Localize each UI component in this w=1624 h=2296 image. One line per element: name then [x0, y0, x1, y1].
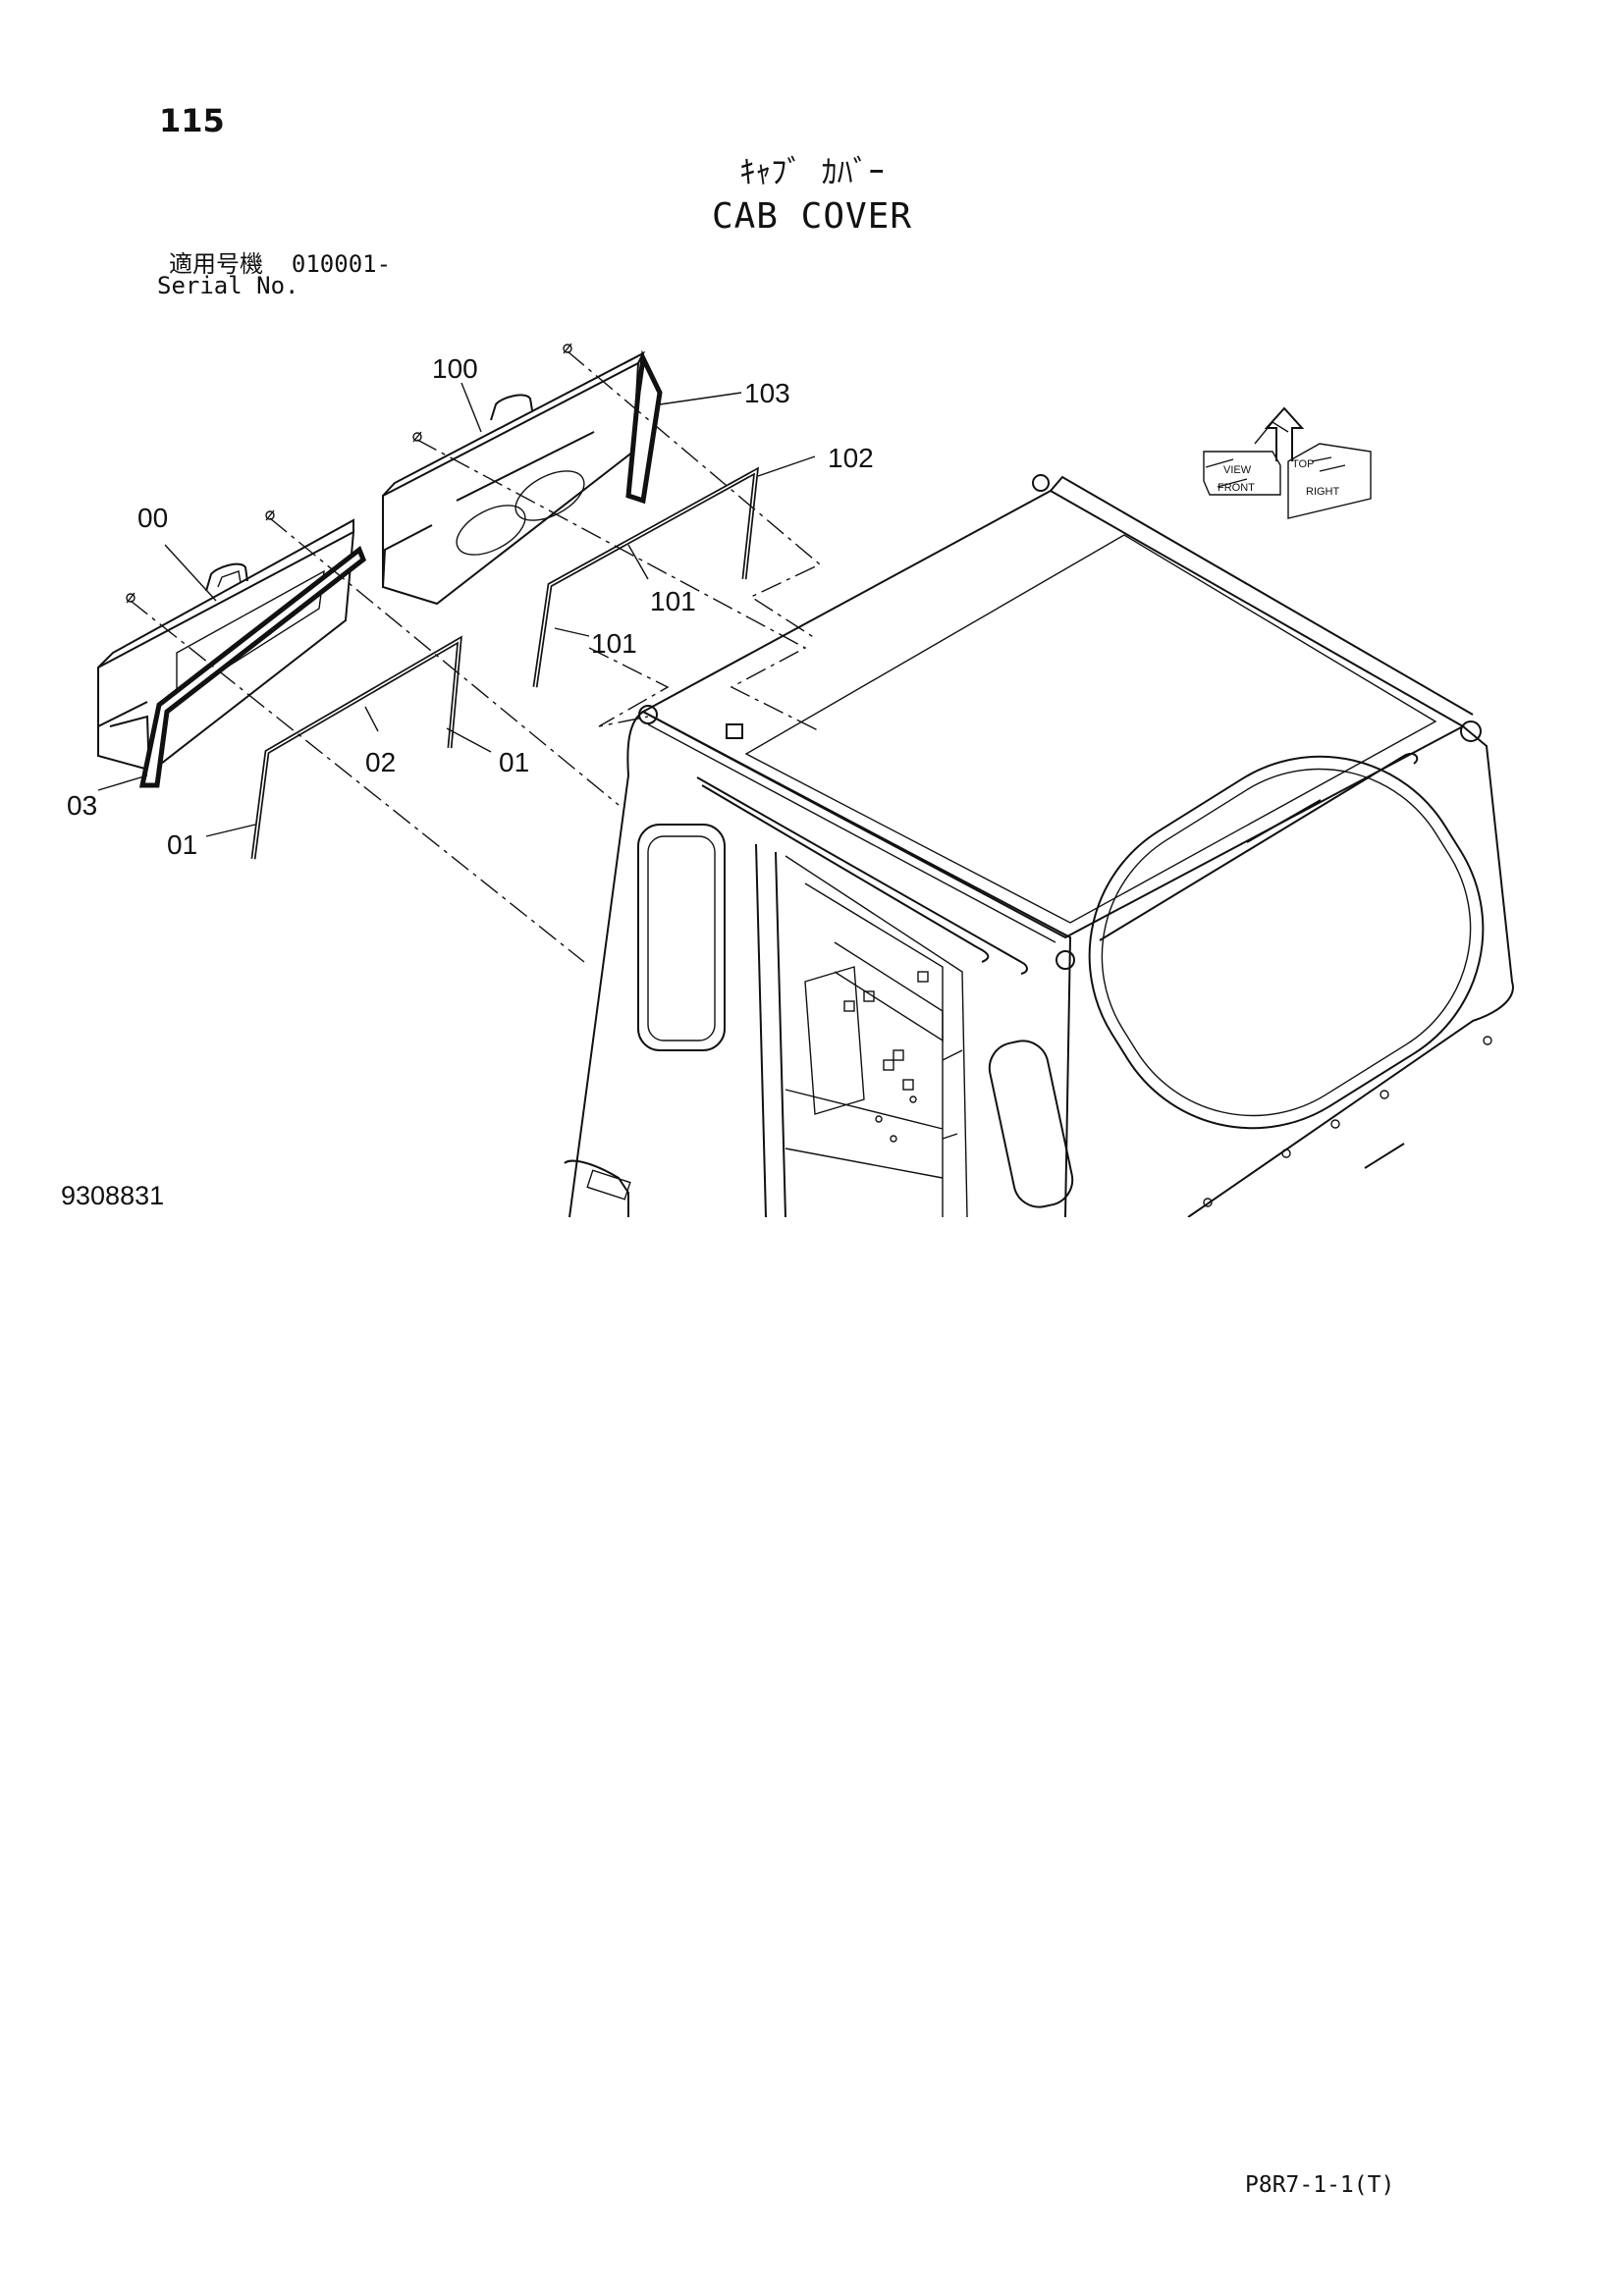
- callout-03: 03: [67, 790, 97, 821]
- callout-101-upper: 101: [650, 586, 696, 616]
- page-title-japanese: ｷｬﾌﾞ ｶﾊﾞｰ: [739, 153, 885, 190]
- page-title: CAB COVER: [711, 196, 913, 237]
- orientation-right-label: RIGHT: [1306, 486, 1340, 498]
- callout-labels: 100 103 102 00 101 101 02 01 03 01: [67, 353, 874, 860]
- page-number: 115: [159, 102, 225, 139]
- orientation-front-label: FRONT: [1218, 482, 1255, 494]
- screws-100: [412, 343, 572, 443]
- assembly-lines: [130, 350, 822, 963]
- callout-103: 103: [744, 378, 790, 408]
- drawing-number: 9308831: [61, 1181, 165, 1210]
- cab-interior: [785, 941, 963, 1179]
- serial-label-jp: 適用号機: [169, 250, 263, 278]
- callout-102: 102: [828, 443, 874, 473]
- orientation-view-label: VIEW: [1223, 464, 1252, 476]
- screws-00: [126, 509, 275, 604]
- parts-diagram: FRONT VIEW TOP RIGHT: [67, 343, 1514, 1217]
- serial-range: 010001-: [291, 250, 392, 278]
- callout-02: 02: [365, 747, 396, 777]
- seal-103: [625, 349, 663, 505]
- callout-00: 00: [137, 503, 168, 533]
- orientation-symbol: FRONT VIEW TOP RIGHT: [1203, 406, 1372, 519]
- callout-01-right: 01: [499, 747, 529, 777]
- document-code: P8R7-1-1(T): [1245, 2172, 1395, 2198]
- callout-01-left: 01: [167, 829, 197, 860]
- cab-body: [564, 474, 1514, 1217]
- serial-label-en: Serial No.: [157, 272, 299, 299]
- callout-100: 100: [432, 353, 478, 384]
- seal-03: [138, 545, 367, 788]
- serial-applicability: 適用号機 010001-: [169, 250, 392, 278]
- seals-01-02: [250, 635, 462, 860]
- seals-101-102: [532, 466, 760, 688]
- callout-101-lower: 101: [591, 628, 637, 659]
- leader-lines: [97, 382, 816, 837]
- orientation-top-label: TOP: [1292, 458, 1314, 470]
